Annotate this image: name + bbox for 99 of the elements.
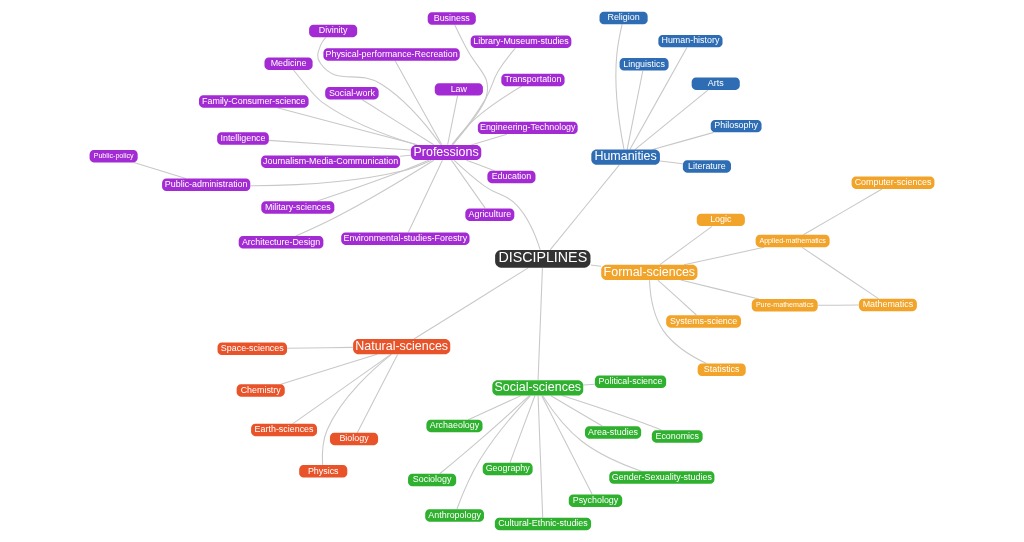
connector	[590, 264, 602, 267]
node-box: Humanities	[591, 149, 660, 165]
node-box: Social-sciences	[492, 380, 584, 396]
connector	[413, 267, 529, 340]
node-box: Physics	[299, 465, 348, 478]
node-box: Library-Museum-studies	[470, 35, 572, 48]
connector	[356, 354, 399, 434]
node-box: Gender-Sexuality-studies	[609, 471, 715, 484]
connector	[133, 162, 187, 180]
node-box: Agriculture	[465, 208, 515, 221]
node-box: Formal-sciences	[601, 264, 698, 280]
connector	[286, 346, 354, 349]
connector	[250, 159, 432, 187]
node-box: Biology	[329, 432, 379, 446]
connector	[295, 159, 435, 237]
node-box: Professions	[410, 144, 482, 161]
node-box: Cultural-Ethnic-studies	[494, 517, 592, 531]
connector	[541, 395, 593, 495]
connector	[680, 279, 760, 300]
node-box: Statistics	[697, 363, 746, 377]
connector	[407, 159, 443, 233]
connector	[537, 267, 543, 381]
connector	[582, 383, 596, 386]
connector	[801, 246, 879, 300]
connector	[321, 353, 393, 466]
connector	[268, 139, 412, 151]
connector	[657, 279, 697, 316]
connector	[634, 89, 709, 151]
connector	[648, 279, 707, 364]
connector	[317, 36, 442, 146]
node-box: Linguistics	[619, 58, 669, 71]
node-box: Literature	[682, 160, 731, 173]
node-box: Chemistry	[236, 384, 285, 397]
connector	[549, 164, 620, 251]
node-box: Psychology	[568, 494, 623, 507]
node-box: Divinity	[309, 24, 358, 38]
node-box: Political-science	[594, 375, 667, 389]
connector	[470, 133, 508, 146]
node-box: Natural-sciences	[353, 339, 451, 355]
node-box: Space-sciences	[217, 342, 288, 356]
node-box: Intelligence	[217, 132, 269, 145]
connector	[361, 99, 435, 146]
node-box: Human-history	[658, 34, 723, 48]
connector	[450, 159, 486, 209]
connector	[509, 395, 536, 464]
node-box: Area-studies	[585, 426, 642, 439]
connector	[629, 46, 688, 151]
node-box: Anthropology	[425, 509, 484, 522]
node-box: Archaeology	[426, 419, 483, 433]
node-box: DISCIPLINES	[495, 249, 591, 268]
connector	[802, 188, 883, 236]
node-box: Religion	[599, 11, 648, 25]
connector	[447, 95, 459, 146]
connector	[659, 225, 713, 266]
node-box: Business	[427, 12, 476, 25]
node-box: Logic	[696, 213, 745, 227]
node-box: Medicine	[264, 57, 313, 70]
node-box: Earth-sciences	[251, 423, 318, 437]
node-box: Architecture-Design	[238, 236, 324, 249]
node-box: Law	[434, 83, 483, 96]
node-box: Sociology	[408, 473, 457, 487]
connector	[626, 70, 644, 151]
connector	[316, 159, 430, 202]
connector	[465, 159, 495, 172]
connector	[537, 395, 544, 519]
connector	[817, 304, 860, 306]
node-box: Transportation	[501, 73, 565, 87]
node-box: Mathematics	[858, 298, 917, 312]
node-box: Physical-performance-Recreation	[323, 48, 460, 61]
node-box: Journalism-Media-Communication	[261, 155, 401, 168]
connector	[615, 23, 625, 150]
connector	[683, 246, 765, 266]
connector	[452, 24, 489, 146]
node-box: Computer-sciences	[851, 176, 935, 189]
connector	[561, 395, 663, 431]
connector	[550, 395, 603, 427]
node-box: Engineering-Technology	[477, 121, 578, 135]
connector	[453, 159, 541, 251]
node-box: Geography	[482, 462, 533, 476]
connector	[652, 131, 715, 151]
node-box: Environmental-studies-Forestry	[341, 232, 470, 245]
connector	[280, 353, 378, 385]
connector	[292, 353, 392, 425]
node-box: Military-sciences	[261, 201, 335, 214]
connector	[451, 85, 523, 146]
connector	[276, 107, 418, 146]
node-box: Philosophy	[710, 119, 762, 133]
connector	[659, 160, 684, 165]
connector	[399, 154, 412, 157]
node-box: Social-work	[325, 87, 379, 100]
node-box: Arts	[691, 77, 740, 90]
node-box: Systems-science	[666, 315, 741, 328]
node-box: Economics	[651, 430, 703, 443]
node-box: Public-administration	[162, 178, 251, 192]
connector	[467, 395, 522, 421]
node-box: Family-Consumer-science	[199, 95, 309, 108]
connector	[439, 395, 530, 475]
node-box: Education	[487, 170, 536, 184]
connector	[394, 60, 443, 146]
